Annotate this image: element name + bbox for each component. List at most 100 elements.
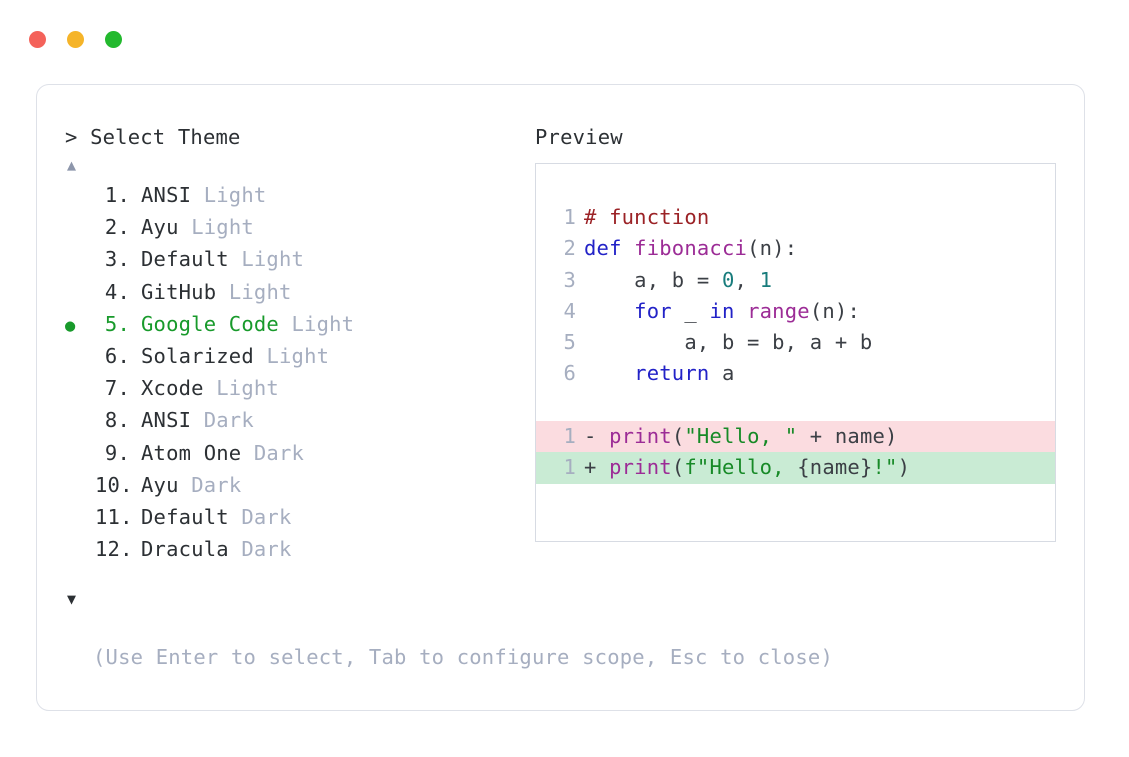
code-token: in xyxy=(709,298,735,323)
code-token: ( xyxy=(671,424,685,449)
diff-marker: + xyxy=(584,455,597,480)
code-token: ( xyxy=(671,455,685,480)
code-token: (n): xyxy=(747,236,798,261)
theme-list-item[interactable]: 6.Solarized Light xyxy=(65,344,535,376)
theme-item-name: Ayu xyxy=(141,215,179,240)
maximize-button[interactable] xyxy=(105,31,122,48)
code-token: !" xyxy=(872,455,898,480)
theme-list-item[interactable]: 12.Dracula Dark xyxy=(65,537,535,569)
line-number: 3 xyxy=(563,267,576,292)
theme-list-item[interactable]: 11. Default Dark xyxy=(65,505,535,537)
theme-item-variant: Light xyxy=(241,247,305,272)
theme-item-number: 5. xyxy=(104,311,130,336)
code-line: 5 a, b = b, a + b xyxy=(536,327,1055,358)
code-spacer xyxy=(536,390,1055,421)
theme-item-variant: Light xyxy=(191,215,254,240)
theme-item-name: Atom One xyxy=(141,440,242,465)
theme-item-number: 7. xyxy=(104,376,130,401)
keyboard-hint: (Use Enter to select, Tab to configure s… xyxy=(93,645,833,669)
code-token: return xyxy=(634,361,710,386)
code-token: range xyxy=(747,298,810,323)
theme-item-number: 12. xyxy=(95,537,133,562)
theme-item-gap xyxy=(191,408,204,432)
theme-item-gap xyxy=(229,247,242,271)
theme-item-number: 3. xyxy=(104,247,130,272)
code-line: 4 for _ in range(n): xyxy=(536,296,1055,327)
theme-item-number: 1. xyxy=(104,183,130,207)
theme-item-name: Default xyxy=(141,247,229,272)
theme-item-name: Ayu xyxy=(141,472,179,497)
code-line: 6 return a xyxy=(536,358,1055,389)
diff-removed-line: 1- print("Hello, " + name) xyxy=(536,421,1055,453)
theme-list-item[interactable]: 9.Atom One Dark xyxy=(65,441,535,473)
diff-gap xyxy=(597,424,610,448)
theme-item-gap xyxy=(179,215,192,239)
code-token: f"Hello, xyxy=(684,455,798,480)
theme-list-item[interactable]: 8.ANSI Dark xyxy=(65,408,535,440)
diff-gap xyxy=(597,455,610,479)
theme-list-item[interactable]: ●5.Google Code Light xyxy=(65,312,535,344)
code-token: , xyxy=(734,267,760,292)
code-token xyxy=(584,361,634,385)
theme-item-name: ANSI xyxy=(141,408,192,433)
code-token: + name) xyxy=(797,424,898,449)
code-token: 1 xyxy=(759,267,773,292)
theme-item-number: 6. xyxy=(104,343,130,368)
theme-item-name: ANSI xyxy=(141,183,192,207)
window-controls xyxy=(29,31,122,48)
code-line: 3 a, b = 0, 1 xyxy=(536,265,1055,296)
theme-item-gap xyxy=(191,183,204,207)
scroll-down-icon[interactable]: ▼ xyxy=(67,590,77,609)
code-token: # function xyxy=(584,205,710,229)
code-token: print xyxy=(609,455,672,480)
code-token: _ xyxy=(671,298,710,323)
theme-item-variant: Light xyxy=(203,183,267,207)
line-number: 1 xyxy=(563,205,576,229)
theme-item-variant: Dark xyxy=(241,537,292,562)
theme-item-name: GitHub xyxy=(141,279,217,304)
theme-item-variant: Light xyxy=(228,279,292,304)
theme-list-item[interactable]: 10.Ayu Dark xyxy=(65,473,535,505)
theme-item-number: 11. xyxy=(95,504,133,529)
theme-item-gap xyxy=(229,537,242,561)
theme-item-gap xyxy=(254,344,267,368)
theme-item-variant: Dark xyxy=(241,504,292,529)
code-token: def xyxy=(584,236,635,261)
theme-item-name: Xcode xyxy=(141,376,204,401)
line-number: 1 xyxy=(563,455,576,480)
theme-list-item[interactable]: 4. GitHub Light xyxy=(65,280,535,312)
line-number: 5 xyxy=(563,330,576,355)
theme-list-item[interactable]: 1. ANSI Light xyxy=(65,183,535,215)
theme-item-variant: Dark xyxy=(203,408,254,433)
prompt-caret-icon: > xyxy=(65,125,78,149)
theme-item-gap xyxy=(179,473,192,497)
code-token: for xyxy=(634,298,672,323)
selected-bullet-icon: ● xyxy=(65,315,76,336)
theme-item-variant: Dark xyxy=(191,472,242,497)
minimize-button[interactable] xyxy=(67,31,84,48)
theme-item-variant: Dark xyxy=(253,440,305,465)
theme-list-item[interactable]: 7. Xcode Light xyxy=(65,376,535,408)
theme-item-variant: Light xyxy=(216,376,279,401)
code-token: ) xyxy=(897,455,911,480)
code-line: 1 # function xyxy=(536,202,1055,233)
scroll-up-icon[interactable]: ▲ xyxy=(67,156,77,174)
code-token: {name} xyxy=(797,455,873,480)
theme-item-name: Default xyxy=(141,504,229,529)
theme-list-item[interactable]: 2.Ayu Light xyxy=(65,215,535,247)
close-button[interactable] xyxy=(29,31,46,48)
code-token xyxy=(735,299,748,323)
preview-label: Preview xyxy=(535,125,623,149)
theme-item-number: 4. xyxy=(104,279,130,304)
theme-item-name: Google Code xyxy=(141,311,279,336)
code-token: a xyxy=(709,361,735,386)
theme-list-item[interactable]: 3. Default Light xyxy=(65,247,535,279)
line-number: 6 xyxy=(563,361,576,386)
theme-item-name: Solarized xyxy=(141,343,254,368)
